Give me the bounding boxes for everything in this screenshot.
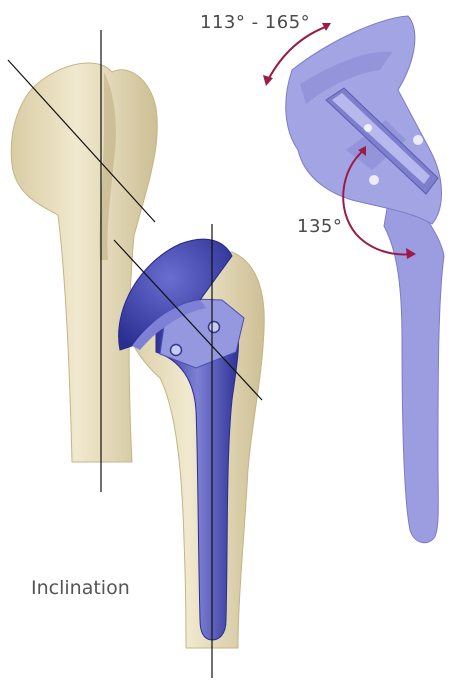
humerus-with-implant bbox=[119, 239, 265, 648]
angle-range-label: 113° - 165° bbox=[200, 12, 310, 33]
implant-component bbox=[286, 16, 444, 543]
figure-caption: Inclination bbox=[31, 577, 130, 599]
angle-value-label: 135° bbox=[297, 216, 342, 237]
